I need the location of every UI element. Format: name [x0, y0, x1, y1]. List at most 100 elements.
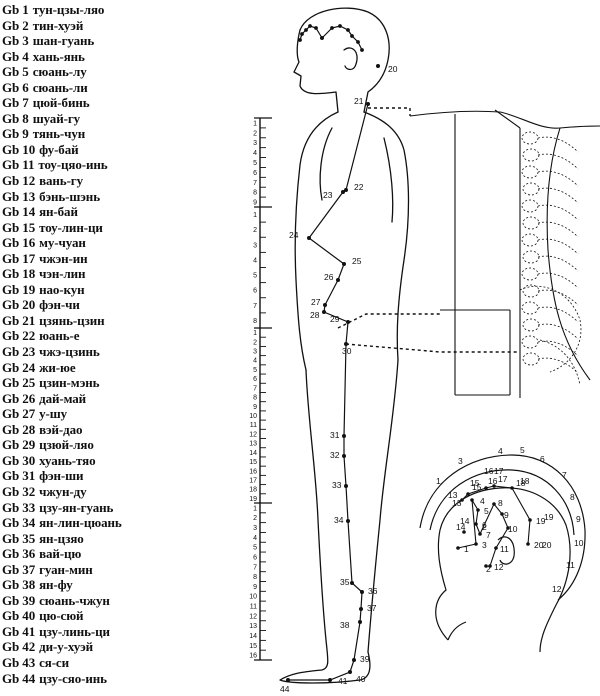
point-name: вай-цю	[39, 546, 82, 562]
head-outer-label: 17	[494, 466, 504, 476]
acupoint-dot	[342, 434, 346, 438]
ruler-tick-label: 3	[253, 525, 257, 532]
point-name: хань-янь	[32, 48, 85, 64]
head-outer-label: 12	[552, 584, 562, 594]
acupoint-label: 41	[338, 676, 348, 686]
head-outer-label: 9	[576, 514, 581, 524]
acupoint-dot	[342, 262, 346, 266]
head-inner-label: 15	[472, 482, 482, 492]
acupoint-dot	[298, 38, 302, 42]
acupoint-dot	[308, 24, 312, 28]
point-name: сюань-чжун	[39, 592, 110, 608]
point-code: Gb 31	[2, 468, 36, 484]
ruler-tick-label: 5	[253, 160, 257, 167]
acupoint-label: 37	[367, 603, 377, 613]
head-meridian-line	[457, 499, 509, 567]
point-code: Gb 14	[2, 204, 36, 220]
acupoint-label: 39	[360, 654, 370, 664]
rib	[537, 238, 579, 255]
head-inset	[419, 454, 586, 653]
head-acupoint-dot	[474, 542, 478, 546]
head-acupoint-dot	[460, 498, 464, 502]
point-name: гуан-мин	[39, 561, 93, 577]
point-name: ся-си	[39, 654, 69, 670]
ruler-tick-label: 13	[249, 623, 257, 630]
head-inner-label: 6	[482, 520, 487, 530]
point-name: ян-бай	[39, 204, 78, 220]
point-name: тун-цзы-ляо	[32, 2, 105, 17]
point-name: цзюй-ляо	[39, 437, 94, 453]
acupoint-dot	[360, 590, 364, 594]
head-inner-label: 17	[498, 474, 508, 484]
acupoint-dot	[376, 64, 380, 68]
head-inner-label: 18	[516, 478, 526, 488]
acupoint-dot	[344, 484, 348, 488]
point-name: цзин-мэнь	[39, 375, 100, 391]
acupoint-label: 30	[342, 346, 352, 356]
ruler-tick-label: 7	[253, 385, 257, 392]
head-acupoint-dot	[484, 564, 488, 568]
vertebra	[521, 335, 539, 349]
head-outer-label: 19	[544, 512, 554, 522]
point-code: Gb 39	[2, 592, 36, 608]
acupoint-dot	[350, 34, 354, 38]
head-inner-label: 2	[486, 564, 491, 574]
head-inner-label: 5	[484, 506, 489, 516]
vertebra	[521, 131, 539, 145]
point-name: нао-кун	[39, 281, 85, 297]
acupoint-dot	[352, 658, 356, 662]
point-name: сюань-лу	[32, 64, 87, 80]
ruler-tick-label: 14	[249, 633, 257, 640]
spine-vertebrae	[519, 131, 582, 386]
ruler-tick-label: 19	[249, 496, 257, 503]
ruler-tick-label: 8	[253, 318, 257, 325]
ruler-tick-label: 9	[253, 200, 257, 207]
point-code: Gb 28	[2, 421, 36, 437]
acupoint-dot	[341, 190, 345, 194]
ruler-tick-label: 8	[253, 190, 257, 197]
acupoint-dot	[338, 24, 342, 28]
rib	[537, 187, 579, 204]
point-code: Gb 32	[2, 483, 36, 499]
ruler-tick-label: 10	[249, 594, 257, 601]
head-inner-label: 19	[536, 516, 546, 526]
head-outer-label: 15	[470, 478, 480, 488]
point-name: цзу-сяо-инь	[39, 670, 107, 686]
point-name: му-чуан	[39, 235, 86, 251]
point-name: бэнь-шэнь	[39, 188, 100, 204]
rib	[537, 170, 579, 187]
point-code: Gb 5	[2, 64, 29, 80]
ruler-tick-label: 2	[253, 515, 257, 522]
acupoint-dot	[286, 678, 290, 682]
head-acupoint-dot	[476, 508, 480, 512]
point-code: Gb 3	[2, 33, 29, 49]
ruler-tick-label: 1	[253, 330, 257, 337]
ruler-tick-label: 9	[253, 404, 257, 411]
point-code: Gb 41	[2, 623, 36, 639]
point-code: Gb 24	[2, 359, 36, 375]
pelvis-outline	[519, 285, 582, 386]
ruler-tick-label: 6	[253, 288, 257, 295]
point-code: Gb 44	[2, 670, 36, 686]
acupoint-label: 27	[311, 297, 321, 307]
point-name: ди-у-хуэй	[39, 639, 94, 655]
head-outer-label: 7	[562, 470, 567, 480]
ruler-tick-label: 12	[249, 613, 257, 620]
head-inner-label: 9	[504, 510, 509, 520]
acupoint-label: 21	[354, 96, 364, 106]
head-inner-label: 11	[500, 544, 509, 554]
